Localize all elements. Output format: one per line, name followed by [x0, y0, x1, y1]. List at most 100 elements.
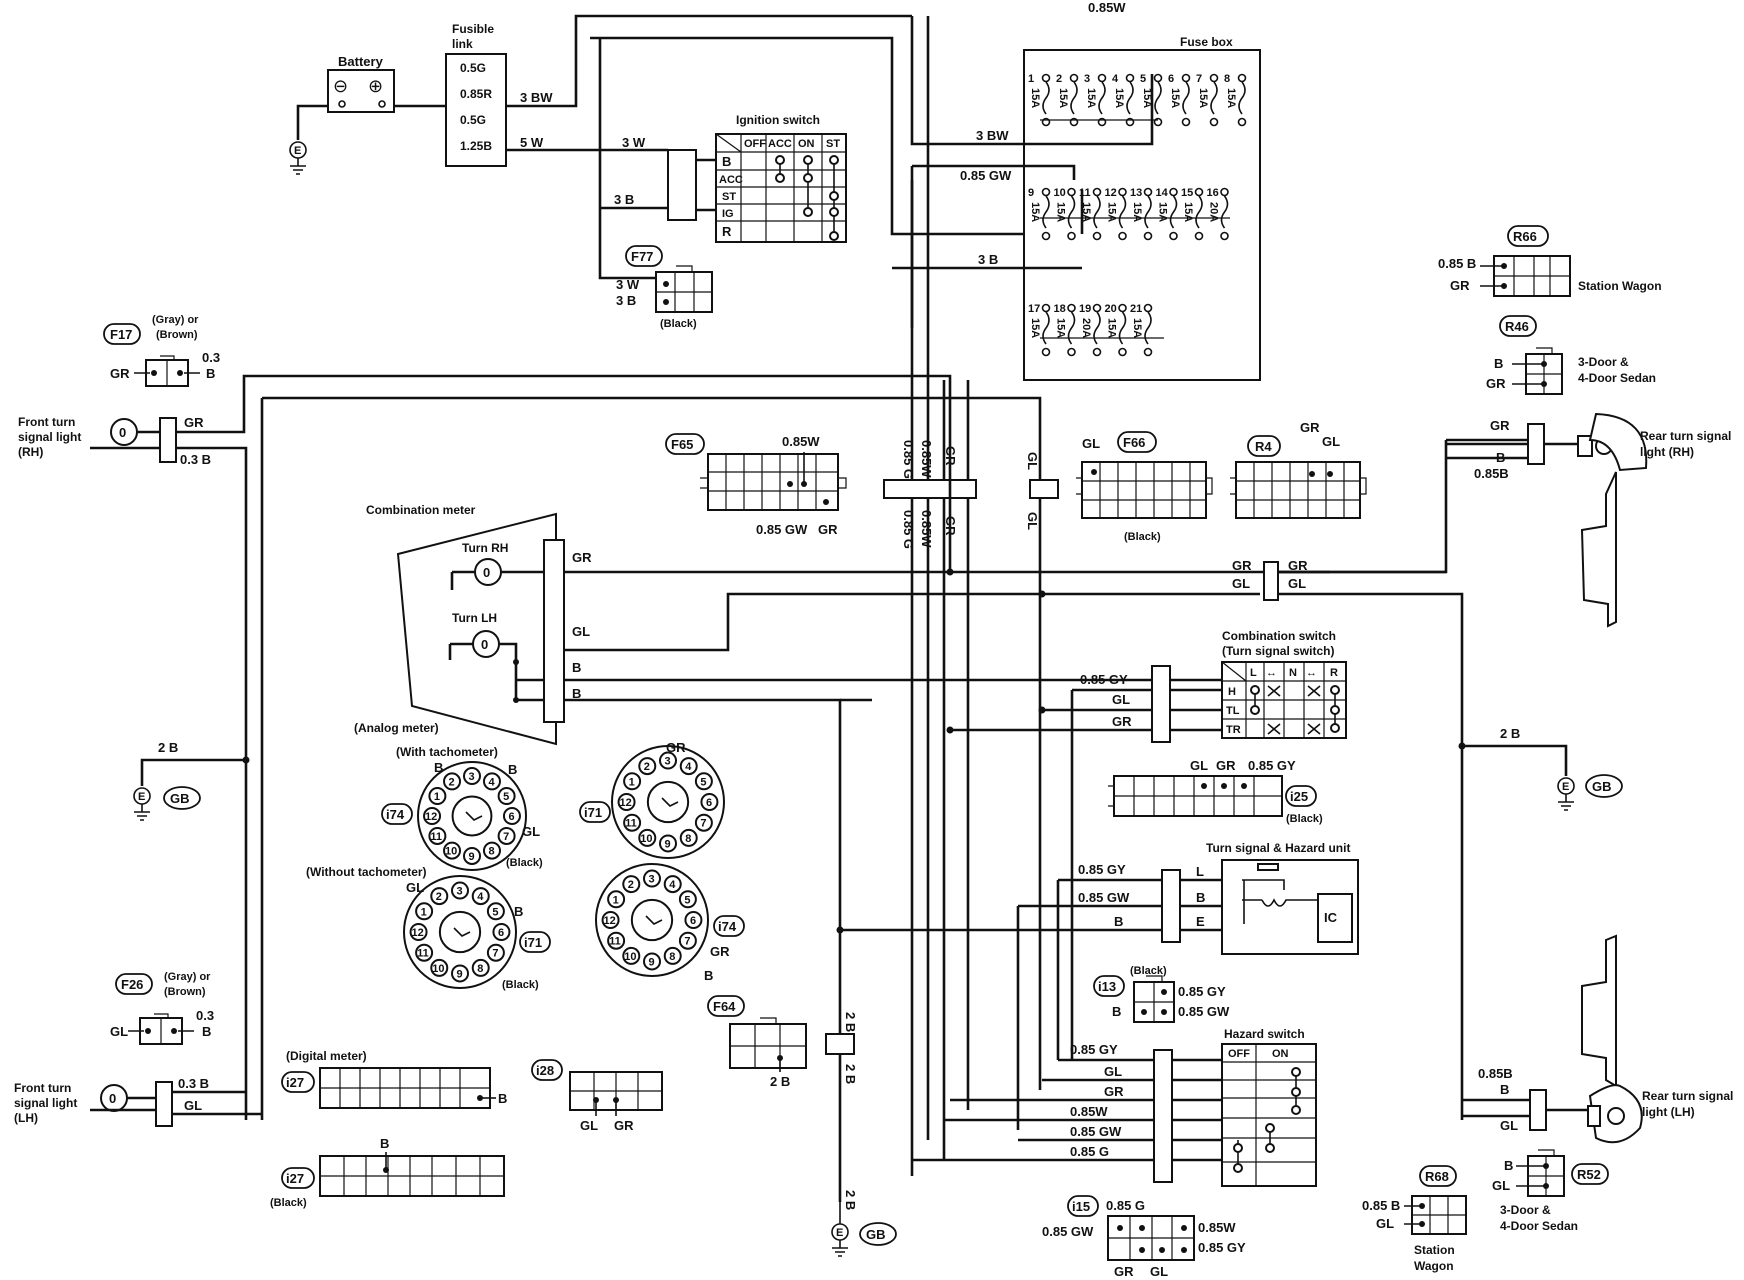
ignition-row-acc: ACC [719, 174, 743, 186]
fuse-number: 11 [1079, 187, 1091, 199]
without-tach-label: (Without tachometer) [306, 865, 427, 879]
connector-f65-top: 0.85W [782, 434, 820, 449]
meter-pin-number: 7 [684, 936, 690, 948]
connector-i25-c: 0.85 GY [1248, 758, 1296, 773]
meter-pin-number: 10 [445, 846, 457, 858]
connector-r52-a: B [1504, 1158, 1513, 1173]
wire-label-meter-b1: B [572, 660, 581, 675]
ground-right: E GB [1557, 774, 1623, 811]
meter-pin: 9 [643, 952, 661, 971]
connector-r46-b: GR [1486, 376, 1506, 391]
fuse-rating: 15A [1029, 318, 1041, 338]
connector-f64: F64 2 B [707, 995, 807, 1089]
wire-label-right-2b: 2 B [1500, 726, 1520, 741]
meter-pin: 8 [471, 958, 490, 977]
meter-pin-number: 2 [449, 776, 455, 788]
connector-r66-desc: Station Wagon [1578, 279, 1662, 293]
fuse-rating: 15A [1057, 88, 1069, 108]
meter-pin: 3 [643, 869, 661, 888]
meter-pin-number: 7 [503, 831, 509, 843]
connector-r4-id: R4 [1255, 439, 1272, 454]
connector-f17-left: GR [110, 366, 130, 381]
meter-pin-number: 10 [640, 833, 652, 845]
meter-pin-number: 5 [700, 776, 706, 788]
fusible-link-rating-4: 1.25B [460, 139, 492, 153]
fuse-number: 19 [1079, 303, 1091, 315]
ignition-col-st: ST [826, 138, 840, 150]
connector-i27a-b: B [498, 1091, 507, 1106]
fuse-number: 9 [1028, 187, 1034, 199]
meter-pin-number: 9 [469, 851, 475, 863]
with-tach-label: (With tachometer) [396, 745, 498, 759]
ignition-row-b: B [722, 154, 731, 169]
meter-pin: 5 [678, 890, 697, 909]
meter-pin: 9 [659, 834, 677, 853]
cs-row-tr: TR [1226, 724, 1241, 736]
connector-f17-right-b: B [206, 366, 215, 381]
meter-pin: 6 [492, 923, 511, 941]
fuse-rating: 15A [1106, 318, 1118, 338]
svg-text:0: 0 [483, 565, 490, 580]
inline-connector-mid [883, 479, 977, 499]
fusible-link: Fusible link 0.5G 0.85R 0.5G 1.25B [445, 22, 507, 167]
wire-label-v-085g: 0.85 G [901, 510, 916, 549]
fuse-rating: 15A [1106, 202, 1118, 222]
meter-pin-number: 11 [417, 948, 429, 960]
i74a-gl: GL [522, 824, 540, 839]
i71a-id: i71 [584, 805, 602, 820]
meter-pin: 2 [430, 887, 449, 906]
meter-pin-number: 8 [488, 846, 494, 858]
fuse-box-body [1023, 49, 1261, 381]
fusible-link-rating-1: 0.5G [460, 61, 486, 75]
fuse-number: 2 [1056, 73, 1062, 85]
meter-pin-number: 5 [492, 906, 498, 918]
meter-pin: 5 [694, 772, 713, 791]
wire-label-tu-085gw: 0.85 GW [1078, 890, 1130, 905]
ground-bottom: E GB [831, 1202, 897, 1257]
connector-f77: F77 3 W 3 B (Black) [616, 245, 713, 330]
connector-f17-right-a: 0.3 [202, 350, 220, 365]
wire-label-hz-085w: 0.85W [1070, 1104, 1108, 1119]
fuse-rating: 15A [1029, 88, 1041, 108]
connector-r66-a: 0.85 B [1438, 256, 1476, 271]
rear-turn-signal-rh: GR B 0.85B Rear turn signal light (RH) [1446, 412, 1731, 628]
battery-label: Battery [338, 54, 384, 69]
meter-pin-number: 8 [477, 963, 483, 975]
fuse-rating: 15A [1197, 88, 1209, 108]
wire-label-v-gl-top: GL [1025, 452, 1040, 470]
front-lh-label-3: (LH) [14, 1111, 38, 1125]
wire-label-3bw-b: 3 BW [976, 128, 1009, 143]
meter-pin-number: 4 [477, 891, 484, 903]
wire-label-right-gr-a: GR [1232, 558, 1252, 573]
meter-pin: 4 [663, 875, 682, 894]
ignition-row-st: ST [722, 191, 736, 203]
fuse-rating: 20A [1208, 202, 1220, 222]
ignition-switch-title: Ignition switch [736, 113, 820, 127]
rear-rh-label-1: Rear turn signal [1640, 429, 1731, 443]
connector-r52: R52 B GL 3-Door & 4-Door Sedan [1492, 1149, 1609, 1233]
meter-pin: 11 [428, 826, 447, 845]
connector-i13-color: (Black) [1130, 965, 1167, 977]
connector-r4-b: GL [1322, 434, 1340, 449]
meter-pin-number: 7 [492, 948, 498, 960]
meter-pin: 10 [638, 828, 657, 847]
cs-col-l: L [1250, 667, 1257, 679]
connector-r68-b: GL [1376, 1216, 1394, 1231]
meter-pin: 2 [622, 875, 641, 894]
connector-f66-color: (Black) [1124, 531, 1161, 543]
ignition-col-off: OFF [744, 138, 766, 150]
wire-label-hz-gr: GR [1104, 1084, 1124, 1099]
connector-i15-b2: GL [1150, 1264, 1168, 1279]
meter-pin-number: 5 [684, 894, 690, 906]
fuse-number: 18 [1054, 303, 1066, 315]
fuse-rating: 15A [1113, 88, 1125, 108]
battery-positive-icon: ⊕ [368, 76, 383, 96]
connector-f66-top: GL [1082, 436, 1100, 451]
wire-label-tu-085gy: 0.85 GY [1078, 862, 1126, 877]
